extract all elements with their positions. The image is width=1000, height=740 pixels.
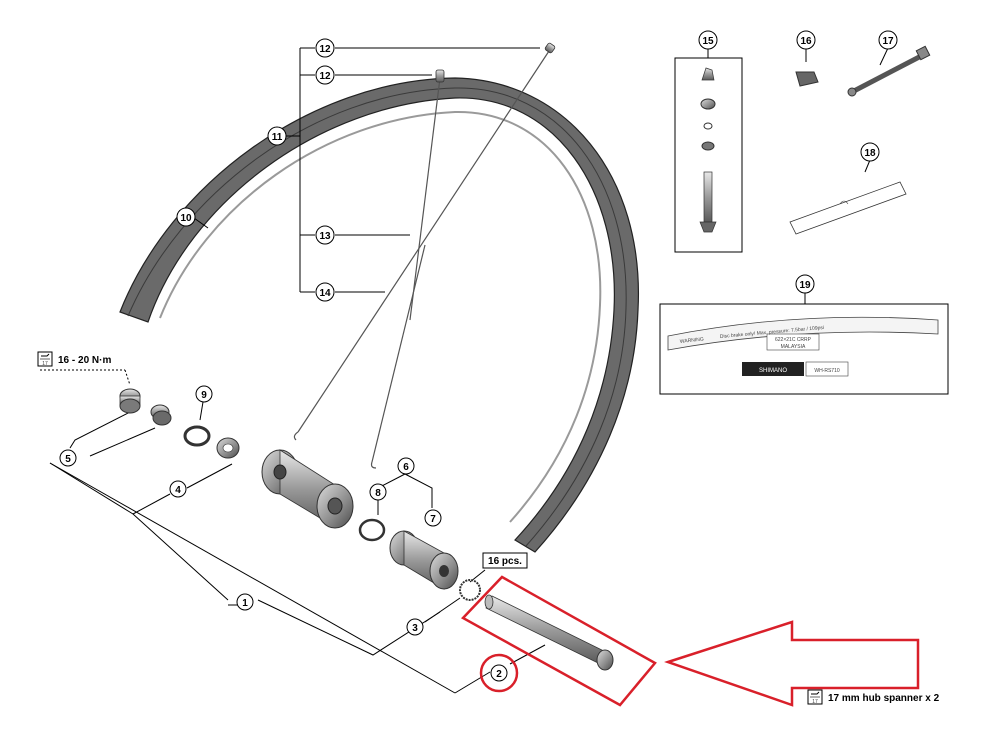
svg-text:11: 11	[272, 132, 283, 143]
valve-box	[674, 57, 743, 253]
spoke-bend	[293, 431, 299, 441]
svg-text:16 pcs.: 16 pcs.	[488, 556, 522, 567]
svg-text:8: 8	[375, 488, 381, 499]
svg-text:17: 17	[882, 36, 894, 47]
svg-text:5: 5	[65, 454, 71, 465]
callout-3: 3	[406, 618, 424, 636]
callout-12a: 12	[315, 38, 335, 58]
decal-model: WH-RS710	[814, 368, 840, 374]
svg-text:16 - 20 N·m: 16 - 20 N·m	[58, 355, 111, 366]
hub-spanner-icon: 17	[807, 689, 823, 705]
svg-text:17: 17	[812, 699, 818, 705]
decal-spec-line2: MALAYSIA	[781, 344, 806, 350]
spoke-short	[371, 244, 426, 463]
hub-body	[261, 449, 354, 529]
svg-text:12: 12	[319, 44, 331, 55]
svg-text:12: 12	[319, 71, 331, 82]
part-17-wrench	[847, 45, 931, 97]
callout-19: 19	[795, 274, 815, 294]
bearing-4	[216, 437, 240, 459]
highlight-axle-box	[460, 575, 657, 707]
ring-8	[358, 518, 386, 542]
callout-11: 11	[267, 126, 287, 146]
callout-2: 2	[490, 664, 508, 682]
axle	[484, 594, 614, 671]
svg-text:14: 14	[319, 288, 331, 299]
callout-4: 4	[169, 480, 187, 498]
svg-text:15: 15	[702, 36, 714, 47]
freehub-body-7	[389, 530, 459, 590]
callout-1: 1	[236, 593, 254, 611]
leader-lines	[40, 47, 889, 694]
decal-warning-word: WARNING	[680, 337, 705, 345]
svg-text:13: 13	[319, 231, 331, 242]
svg-text:19: 19	[799, 280, 811, 291]
ring-9	[183, 425, 211, 447]
locknut-5b	[150, 404, 172, 426]
callout-5: 5	[59, 449, 77, 467]
part-16	[795, 71, 819, 87]
part-18-tape	[789, 181, 907, 235]
svg-text:3: 3	[412, 623, 418, 634]
nipple-12a	[544, 42, 556, 54]
callout-12b: 12	[315, 65, 335, 85]
spokes	[293, 47, 552, 469]
rim	[119, 77, 640, 553]
svg-text:1: 1	[242, 598, 248, 609]
decal-box	[659, 303, 949, 395]
spanner-label: 17 17 mm hub spanner x 2	[807, 689, 940, 705]
spoke-long	[297, 47, 552, 433]
callout-9: 9	[195, 385, 213, 403]
highlight-arrow	[664, 620, 920, 707]
spoke-short-bend	[370, 461, 377, 469]
callout-17: 17	[878, 30, 898, 50]
callout-7: 7	[424, 509, 442, 527]
svg-text:10: 10	[180, 213, 192, 224]
spoke-count-label: 16 pcs.	[482, 552, 528, 569]
svg-text:4: 4	[175, 485, 181, 496]
svg-text:7: 7	[430, 514, 436, 525]
callout-16: 16	[796, 30, 816, 50]
svg-text:17 mm hub spanner x 2: 17 mm hub spanner x 2	[828, 693, 940, 704]
svg-text:17: 17	[42, 361, 48, 367]
locknut-5a	[119, 388, 141, 414]
callout-18: 18	[860, 142, 880, 162]
torque-label: 17 16 - 20 N·m	[37, 351, 111, 367]
spoke-straight	[409, 77, 441, 321]
callout-6: 6	[397, 457, 415, 475]
svg-text:18: 18	[864, 148, 876, 159]
svg-text:2: 2	[496, 669, 502, 680]
svg-text:6: 6	[403, 462, 409, 473]
callout-10: 10	[176, 207, 196, 227]
callout-15: 15	[698, 30, 718, 50]
torque-wrench-icon: 17	[37, 351, 53, 367]
nipple-12b	[435, 69, 445, 83]
decal-spec-line1: 622×21C CRRP	[775, 337, 812, 343]
callout-8: 8	[369, 483, 387, 501]
spacer-16pcs	[459, 579, 481, 601]
callout-13: 13	[315, 225, 335, 245]
svg-text:9: 9	[201, 390, 207, 401]
svg-text:16: 16	[800, 36, 812, 47]
decal-brand: SHIMANO	[759, 368, 787, 374]
callout-14: 14	[315, 282, 335, 302]
highlight-circle-2	[479, 653, 519, 693]
